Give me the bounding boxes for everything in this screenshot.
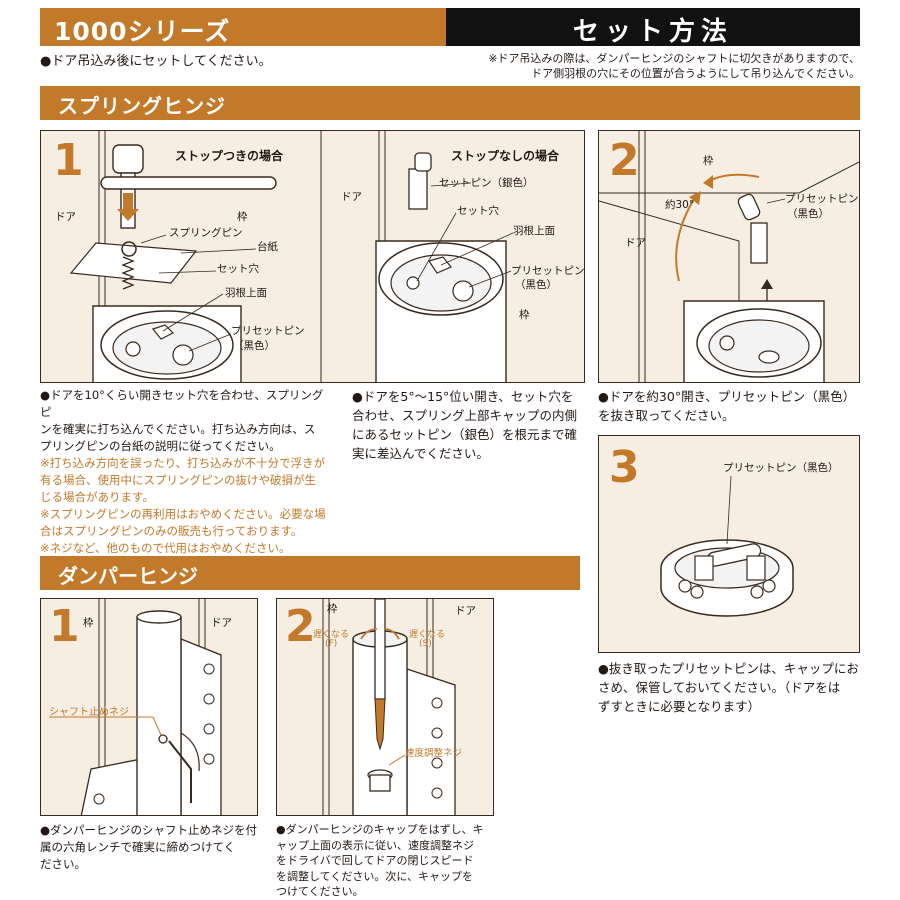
step2-desc-line: ●ドアを約30°開き、プリセットピン（黒色）: [598, 389, 856, 404]
damper-step2-illustration: [322, 599, 456, 815]
damper2-desc-line: ャップ上面の表示に従い、速度調整ネジ: [276, 838, 474, 852]
spring-step3-panel: 3 プリセットピン（黒色）: [598, 435, 860, 653]
warn-a-line: じる場合があります。: [40, 490, 154, 504]
step3-desc-line: さめ、保管しておいてください。（ドアをは: [598, 680, 841, 695]
spring-step3-number: 3: [609, 442, 640, 493]
damper-step2-panel: 2 枠 ドア 遅くなる (F) 遅くなる (S) 速度調整ネジ: [276, 598, 494, 816]
desc-a-line: ンを確実に打ち込んでください。打ち込み方向は、ス: [40, 422, 316, 436]
desc-a-line: プリングピンの台紙の説明に従ってください。: [40, 439, 281, 453]
spring-hinge-title: スプリングヒンジ: [58, 94, 226, 118]
preset-pin-color-b: （黒色）: [515, 279, 557, 291]
door-label-damper1: ドア: [211, 617, 232, 629]
warn-a-line: 有る場合、使用中にスプリングピンの抜けや破損が生: [40, 473, 316, 487]
warn-a-line: ※ネジなど、他のもので代用はおやめください。: [40, 541, 291, 555]
damper2-desc-line: をドライバで回してドアの閉じスピード: [276, 854, 474, 867]
spring-step1-illustration: [69, 131, 514, 382]
preset-pin-color-step2: （黒色）: [787, 208, 829, 220]
desc-b-line: ●ドアを5°～15°位い開き、セット穴を: [352, 389, 574, 404]
spring-step2-number: 2: [609, 135, 640, 186]
damper-hinge-title: ダンパーヒンジ: [58, 564, 198, 588]
main-note: ●ドア吊込み後にセットしてください。: [40, 54, 272, 69]
method-title: セット方法: [572, 17, 733, 47]
wing-top-label: 羽根上面: [225, 287, 267, 299]
series-title: 1000シリーズ: [54, 17, 231, 46]
damper1-desc-line: 属の六角レンチで確実に締めつけてく: [40, 840, 236, 854]
damper1-desc-line: ださい。: [40, 857, 86, 871]
warn-a-line: ※スプリングピンの再利用はおやめください。必要な場: [40, 507, 326, 521]
damper-step1-number: 1: [49, 601, 80, 652]
shaft-screw-label: シャフト止めネジ: [49, 707, 129, 718]
frame-label-a: 枠: [237, 211, 248, 223]
damper2-desc-line: を調整してください。次に、キャップを: [276, 869, 474, 883]
damper-step2-number: 2: [285, 601, 316, 652]
preset-pin-label-step2: プリセットピン: [785, 193, 859, 205]
desc-a-line: ●ドアを10°くらい開きセット穴を合わせ、スプリングピ: [40, 388, 324, 419]
spring-step1-desc-a: ●ドアを10°くらい開きセット穴を合わせ、スプリングピ ンを確実に打ち込んでくだ…: [40, 387, 330, 557]
method-title-bar: セット方法: [446, 8, 860, 47]
warn-a-line: 合はスプリングピンのみの販売も行っております。: [40, 524, 303, 538]
spring-step3-illustration: [660, 475, 794, 617]
slow-s-label: 遅くなる: [409, 630, 446, 640]
preset-pin-label-a: プリセットピン: [231, 325, 305, 337]
frame-label-damper1: 枠: [83, 617, 94, 629]
angle-label: 約30°: [665, 199, 695, 211]
without-stop-title: ストップなしの場合: [451, 149, 560, 163]
spring-step2-desc: ●ドアを約30°開き、プリセットピン（黒色） を抜き取ってください。: [598, 387, 860, 425]
damper-step2-desc: ●ダンパーヒンジのキャップをはずし、キ ャップ上面の表示に従い、速度調整ネジ を…: [276, 822, 506, 900]
preset-pin-color-a: （黒色）: [233, 340, 275, 352]
step3-desc-line: ●抜き取ったプリセットピンは、キャップにお: [598, 661, 859, 676]
slow-f-label: 遅くなる: [313, 630, 350, 640]
set-hole-label: セット穴: [217, 263, 259, 275]
desc-b-line: にあるセットピン（銀色）を根元まで確: [352, 427, 578, 442]
damper2-desc-line: つけてください。: [276, 885, 364, 898]
frame-label-b: 枠: [519, 309, 530, 321]
spring-step2-panel: 2 枠 ドア 約30° プリセットピン （黒色）: [598, 130, 860, 383]
speed-screw-label: 速度調整ネジ: [405, 748, 463, 759]
with-stop-title: ストップつきの場合: [175, 149, 284, 163]
desc-b-line: 合わせ、スプリング上部キャップの内側: [352, 408, 578, 423]
preset-pin-label-step3: プリセットピン（黒色）: [723, 462, 839, 474]
door-label-a: ドア: [55, 211, 76, 223]
base-paper-label: 台紙: [257, 241, 278, 253]
spring-step3-desc: ●抜き取ったプリセットピンは、キャップにお さめ、保管しておいてください。（ドア…: [598, 659, 860, 716]
wing-top-label-b: 羽根上面: [513, 225, 555, 237]
spring-pin-label: スプリングピン: [169, 227, 243, 239]
right-note-line-1: ※ドア吊込みの際は、ダンパーヒンジのシャフトに切欠きがありますので、: [488, 52, 860, 65]
desc-b-line: 実に差込んでください。: [352, 446, 489, 461]
damper-step1-illustration: [49, 599, 222, 815]
spring-step1-number: 1: [53, 135, 84, 186]
door-label-step2: ドア: [625, 237, 646, 249]
spring-step1-desc-b: ●ドアを5°～15°位い開き、セット穴を 合わせ、スプリング上部キャップの内側 …: [352, 387, 588, 463]
slow-f-sub: (F): [325, 639, 338, 649]
damper-hinge-section-bar: ダンパーヒンジ: [40, 556, 580, 590]
spring-hinge-section-bar: スプリングヒンジ: [40, 86, 860, 120]
slow-s-sub: (S): [419, 639, 432, 649]
frame-label-step2: 枠: [703, 155, 714, 167]
damper-step1-desc: ●ダンパーヒンジのシャフト止めネジを付 属の六角レンチで確実に締めつけてく ださ…: [40, 822, 270, 873]
step2-desc-line: を抜き取ってください。: [598, 408, 735, 423]
damper1-desc-line: ●ダンパーヒンジのシャフト止めネジを付: [40, 823, 258, 837]
warn-a-line: ※打ち込み方向を誤ったり、打ち込みが不十分で浮きが: [40, 456, 326, 470]
damper2-desc-line: ●ダンパーヒンジのキャップをはずし、キ: [276, 823, 484, 836]
right-note-line-2: ドア側羽根の穴にその位置が合うようにして吊り込んでください。: [531, 67, 860, 80]
door-label-damper2: ドア: [455, 605, 476, 617]
right-note: ※ドア吊込みの際は、ダンパーヒンジのシャフトに切欠きがありますので、 ドア側羽根…: [488, 51, 860, 81]
damper-step1-panel: 1 枠 ドア シャフト止めネジ: [40, 598, 258, 816]
set-pin-silver-label: セットピン（銀色）: [439, 177, 534, 189]
set-hole-label-b: セット穴: [457, 205, 499, 217]
preset-pin-label-b: プリセットピン: [511, 265, 585, 277]
series-title-bar: 1000シリーズ: [40, 8, 446, 46]
spring-step2-illustration: [599, 131, 859, 382]
spring-step1-panel: 1 ストップつきの場合 ストップなしの場合 ドア 枠 スプリングピン 台紙 セッ…: [40, 130, 585, 383]
door-label-b: ドア: [341, 191, 362, 203]
step3-desc-line: ずすときに必要となります）: [598, 699, 761, 714]
frame-label-damper2: 枠: [327, 603, 338, 615]
